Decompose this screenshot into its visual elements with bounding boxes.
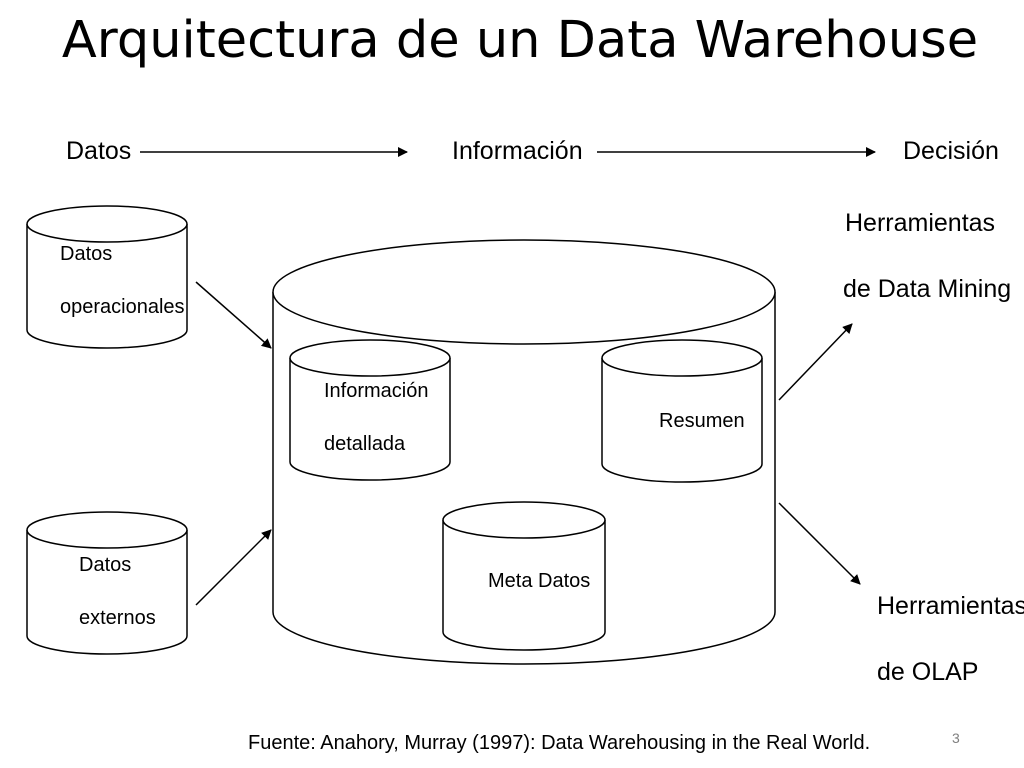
mining-tools-label-line2: de Data Mining: [843, 275, 1012, 303]
arrow-external-to-warehouse: [195, 529, 272, 606]
arrow-warehouse-to-mining: [778, 323, 853, 401]
flow-label-datos: Datos: [66, 137, 132, 165]
external-data-label-line2: externos: [79, 607, 156, 629]
metadata-cylinder: [442, 501, 606, 651]
mining-tools-label-line1: Herramientas: [845, 209, 996, 237]
arrow-warehouse-to-olap: [778, 502, 861, 585]
detailed-info-label-line2: detallada: [324, 433, 406, 455]
metadata-label: Meta Datos: [488, 570, 591, 592]
detailed-info-label-line1: Información: [324, 380, 429, 402]
page-title: Arquitectura de un Data Warehouse: [61, 11, 979, 70]
flow-label-decision: Decisión: [903, 137, 999, 165]
source-citation: Fuente: Anahory, Murray (1997): Data War…: [248, 732, 871, 754]
operational-data-cylinder: [26, 205, 188, 349]
external-data-label-line1: Datos: [79, 554, 132, 576]
operational-data-label-line2: operacionales: [60, 296, 185, 318]
operational-data-label-line1: Datos: [60, 243, 113, 265]
olap-tools-label-line1: Herramientas: [877, 592, 1024, 620]
olap-tools-label-line2: de OLAP: [877, 658, 979, 686]
arrow-operational-to-warehouse: [195, 281, 272, 349]
detailed-info-cylinder: [289, 339, 451, 481]
summary-label: Resumen: [659, 410, 745, 432]
page-number: 3: [952, 730, 960, 746]
summary-cylinder: [601, 339, 763, 483]
external-data-cylinder: [26, 511, 188, 655]
flow-label-informacion: Información: [452, 137, 583, 165]
